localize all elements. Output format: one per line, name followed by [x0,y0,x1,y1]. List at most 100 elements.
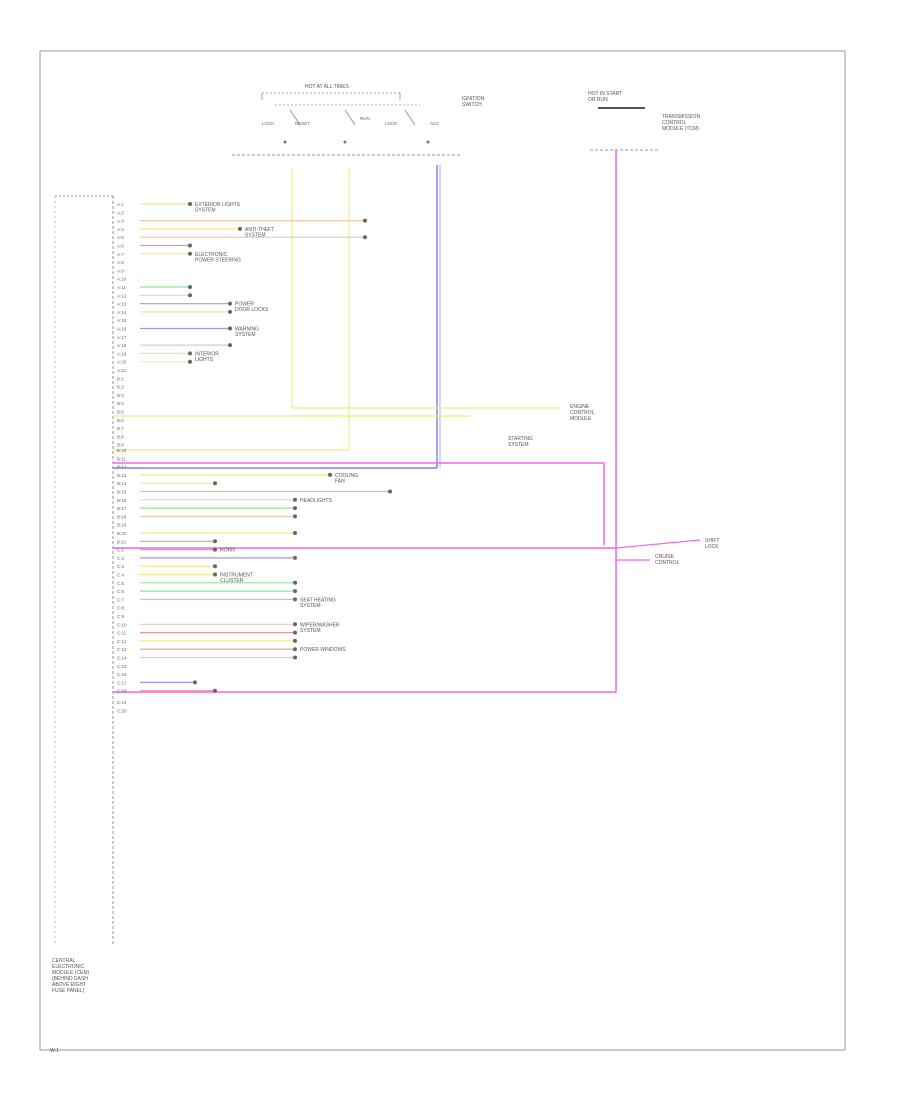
svg-text:CONTROL: CONTROL [662,120,687,126]
svg-text:ELECTRONIC: ELECTRONIC [52,964,85,970]
svg-text:LOCK: LOCK [385,121,397,126]
connector-pin-label: C:14 [117,656,127,661]
connector-pin-label: A:7 [117,252,124,257]
connector-pin-label: A:2 [117,210,124,215]
branch-destination-label: POWER WINDOWS [300,647,346,653]
wire-terminal [188,202,192,206]
connector-pin-label: C:7 [117,597,125,602]
connector-pin-label: C:6 [117,589,125,594]
connector-pin-label: C:19 [117,700,127,705]
branch-destination-label: WIPER/WASHER [300,622,340,628]
branch-destination-label: SYSTEM [235,332,256,338]
connector-pin-label: C:4 [117,573,125,578]
branch-destination-label: ANTI-THEFT [245,227,274,233]
connector-pin-label: B:17 [117,506,127,511]
branch-destination-label: SYSTEM [195,208,216,214]
svg-text:MODULE (TCM): MODULE (TCM) [662,126,699,132]
wire-terminal [388,489,392,494]
wire-terminal [228,301,232,306]
wire-terminal [228,343,232,348]
connector-pin-label: A:20 [117,360,127,365]
connector-pin-label: A:11 [117,285,126,290]
wire-terminal [293,647,297,652]
wire-terminal [188,359,192,364]
connector-pin-label: B:20 [117,531,127,536]
svg-text:LOCK: LOCK [262,121,274,126]
wire-terminal [293,655,297,660]
wire-terminal [293,514,297,519]
branch-destination-label: INSTRUMENT [220,573,253,579]
connector-pin-label: C:15 [117,664,127,669]
wire-terminal [213,539,217,544]
svg-text:CONTROL: CONTROL [655,560,680,566]
wire-terminal [293,506,297,511]
branch-destination-label: CLUSTER [220,578,244,584]
svg-text:HOT IN START: HOT IN START [588,91,622,97]
module-label: CENTRAL ELECTRONIC MODULE (CEM) (BEHIND … [52,958,90,994]
connector-pin-label: B:10 [117,448,127,453]
connector-pin-label: A:13 [117,302,127,307]
connector-pin-label: A:10 [117,277,127,282]
connector-pin-label: A:9 [117,268,124,273]
connector-pin-label: B:2 [117,385,124,390]
wire-terminal [213,688,217,693]
svg-text:CONTROL: CONTROL [570,410,595,416]
transmission-module: HOT IN START OR RUN TRANSMISSION CONTROL… [588,91,700,151]
ignition-switch: HOT AT ALL TIMES LOCK RESET RUN LOCK ACC… [232,84,485,156]
svg-text:TRANSMISSION: TRANSMISSION [662,114,700,120]
connector-pin-label: A:12 [117,293,127,298]
connector-pin-label: A:21 [117,368,127,373]
connector-pin-label: A:3 [117,219,124,224]
wire-terminal [213,481,217,486]
ignition-side-label-2: SWITCH [462,102,482,108]
connector-pin-label: C:5 [117,581,125,586]
connector-pin-label: C:10 [117,622,127,627]
wire-terminal [293,580,297,585]
svg-text:OR RUN: OR RUN [588,97,608,103]
connector-pin-label: B:11 [117,456,126,461]
wire-terminal [293,597,297,602]
svg-text:ABOVE RIGHT: ABOVE RIGHT [52,982,86,988]
wire-terminal [363,235,367,240]
svg-text:STARTING: STARTING [508,436,533,442]
branch-destination-label: SYSTEM [300,603,321,609]
connector-pin-label: A:8 [117,260,124,265]
branch-destination-label: LIGHTS [195,357,214,363]
wire-terminal [188,351,192,356]
connector-pin-label: A:19 [117,351,127,356]
connector-pin-label: C:3 [117,564,125,569]
connector-pin-label: B:6 [117,418,124,423]
connector-pin-label: C:9 [117,614,125,619]
wire-terminal [293,638,297,643]
wire-terminal [293,531,297,535]
connector-pin-label: B:9 [117,443,124,448]
svg-text:MODULE (CEM): MODULE (CEM) [52,970,90,976]
wire-terminal [213,564,217,569]
connector-pin-label: B:8 [117,434,124,439]
wire-terminal [293,497,297,502]
connector-pin-label: B:14 [117,481,127,486]
branch-destination-label: WARNING [235,327,259,333]
connector-pin-label: B:21 [117,539,127,544]
connector-pin-label: B:12 [117,465,127,470]
branch-destination-label: INTERIOR [195,351,219,357]
connector-pin-label: B:5 [117,410,124,415]
svg-text:FUSE PANEL): FUSE PANEL) [52,988,85,994]
branch-destination-label: POWER STEERING [195,257,241,263]
wire-terminal [193,680,197,685]
connector-pin-label: B:15 [117,490,127,495]
diagram-frame [39,50,846,1051]
branch-destination-label: SYSTEM [300,628,321,634]
connector-pin-label: A:5 [117,235,124,240]
connector-pin-label: C:13 [117,647,127,652]
ignition-title: HOT AT ALL TIMES [305,84,350,90]
connector-pin-label: B:3 [117,393,124,398]
connector-pin-label: C:8 [117,606,125,611]
connector-pin-label: A:15 [117,318,127,323]
connector-pin-label: C:12 [117,639,127,644]
svg-text:(BEHIND DASH: (BEHIND DASH [52,976,88,982]
svg-text:SYSTEM: SYSTEM [508,442,529,448]
connector-pin-label: B:18 [117,514,127,519]
